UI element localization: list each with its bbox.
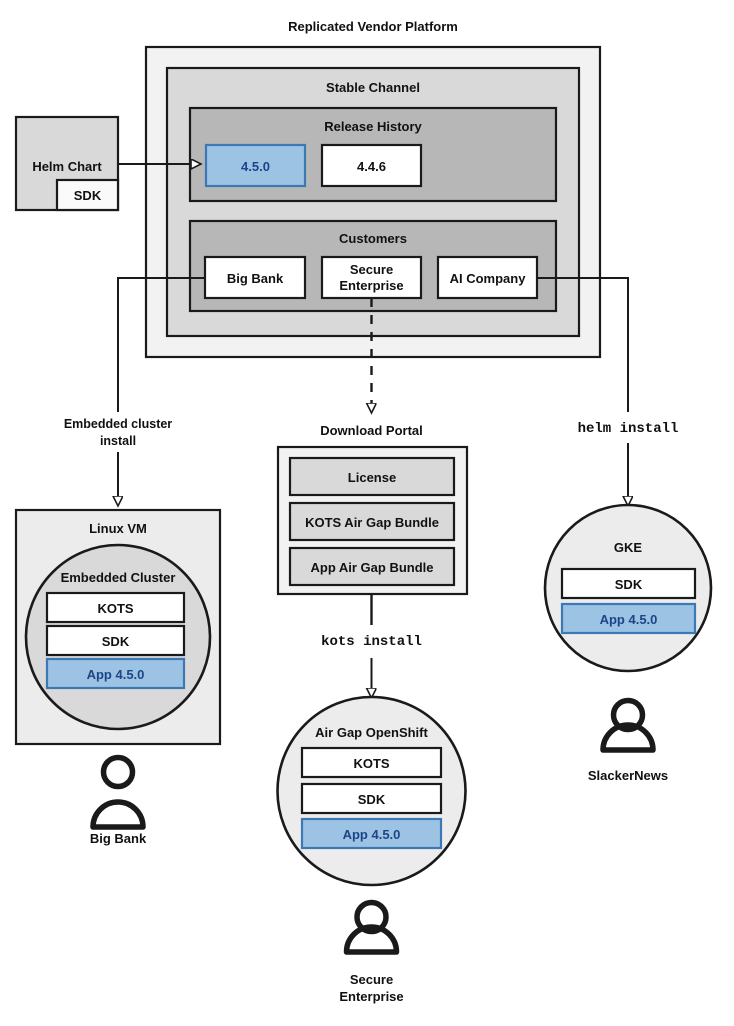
download-portal-title: Download Portal — [320, 423, 423, 438]
component-box-app[interactable] — [45, 657, 186, 690]
persona-label-slackernews: SlackerNews — [588, 768, 668, 783]
customer-box-ai-company[interactable] — [436, 255, 539, 300]
embedded-cluster-title: Embedded Cluster — [61, 570, 176, 585]
component-label: SDK — [358, 792, 386, 807]
portal-item-kots-airgap[interactable] — [288, 501, 456, 542]
customer-box-big-bank[interactable] — [203, 255, 307, 300]
component-label: SDK — [102, 634, 130, 649]
portal-item-app-airgap[interactable] — [288, 546, 456, 587]
component-box-sdk[interactable] — [45, 624, 186, 657]
stable-channel-title: Stable Channel — [326, 80, 420, 95]
helm-chart-sdk-box[interactable] — [55, 178, 120, 212]
portal-item-label: License — [348, 470, 396, 485]
persona-label-big-bank: Big Bank — [90, 831, 147, 846]
portal-item-label: KOTS Air Gap Bundle — [305, 515, 439, 530]
customer-label-line1: Secure — [350, 262, 393, 277]
flow-label-embedded-line1: Embedded cluster — [64, 417, 172, 431]
customer-label-line2: Enterprise — [339, 278, 403, 293]
linux-vm-title: Linux VM — [89, 521, 147, 536]
customer-label: AI Company — [450, 271, 527, 286]
release-box-highlighted[interactable] — [204, 143, 307, 188]
page-title: Replicated Vendor Platform — [288, 19, 458, 34]
airgap-openshift-title: Air Gap OpenShift — [315, 725, 428, 740]
component-box-kots[interactable] — [45, 591, 186, 624]
gke-title: GKE — [614, 540, 643, 555]
persona-label-line1: Secure — [350, 972, 393, 987]
portal-item-label: App Air Gap Bundle — [310, 560, 433, 575]
persona-label-line2: Enterprise — [339, 989, 403, 1004]
component-label: App 4.5.0 — [87, 667, 145, 682]
release-version-label: 4.5.0 — [241, 159, 270, 174]
component-box-sdk[interactable] — [560, 567, 697, 600]
helm-chart-label: Helm Chart — [32, 159, 102, 174]
customers-title: Customers — [339, 231, 407, 246]
customer-label: Big Bank — [227, 271, 284, 286]
component-label: App 4.5.0 — [600, 612, 658, 627]
flow-label-embedded-line2: install — [100, 434, 136, 448]
component-box-kots[interactable] — [300, 746, 443, 779]
portal-item-license[interactable] — [288, 456, 456, 497]
component-box-sdk[interactable] — [300, 782, 443, 815]
component-box-app[interactable] — [300, 817, 443, 850]
customer-box-secure-enterprise[interactable] — [320, 255, 423, 300]
release-box[interactable] — [320, 143, 423, 188]
component-label: KOTS — [353, 756, 389, 771]
connector-bigbank-down — [117, 277, 205, 412]
flow-label-kots-install: kots install — [321, 634, 422, 650]
component-box-app[interactable] — [560, 602, 697, 635]
persona-icon-slackernews — [600, 697, 656, 753]
connector-aicompany-down — [537, 277, 629, 412]
component-label: KOTS — [97, 601, 133, 616]
component-label: App 4.5.0 — [343, 827, 401, 842]
component-label: SDK — [615, 577, 643, 592]
release-history-title: Release History — [324, 119, 422, 134]
persona-icon-secure-enterprise — [343, 899, 400, 955]
flow-label-helm-install: helm install — [578, 421, 679, 437]
sdk-label: SDK — [74, 188, 102, 203]
release-version-label: 4.4.6 — [357, 159, 386, 174]
persona-icon-big-bank — [90, 754, 146, 830]
